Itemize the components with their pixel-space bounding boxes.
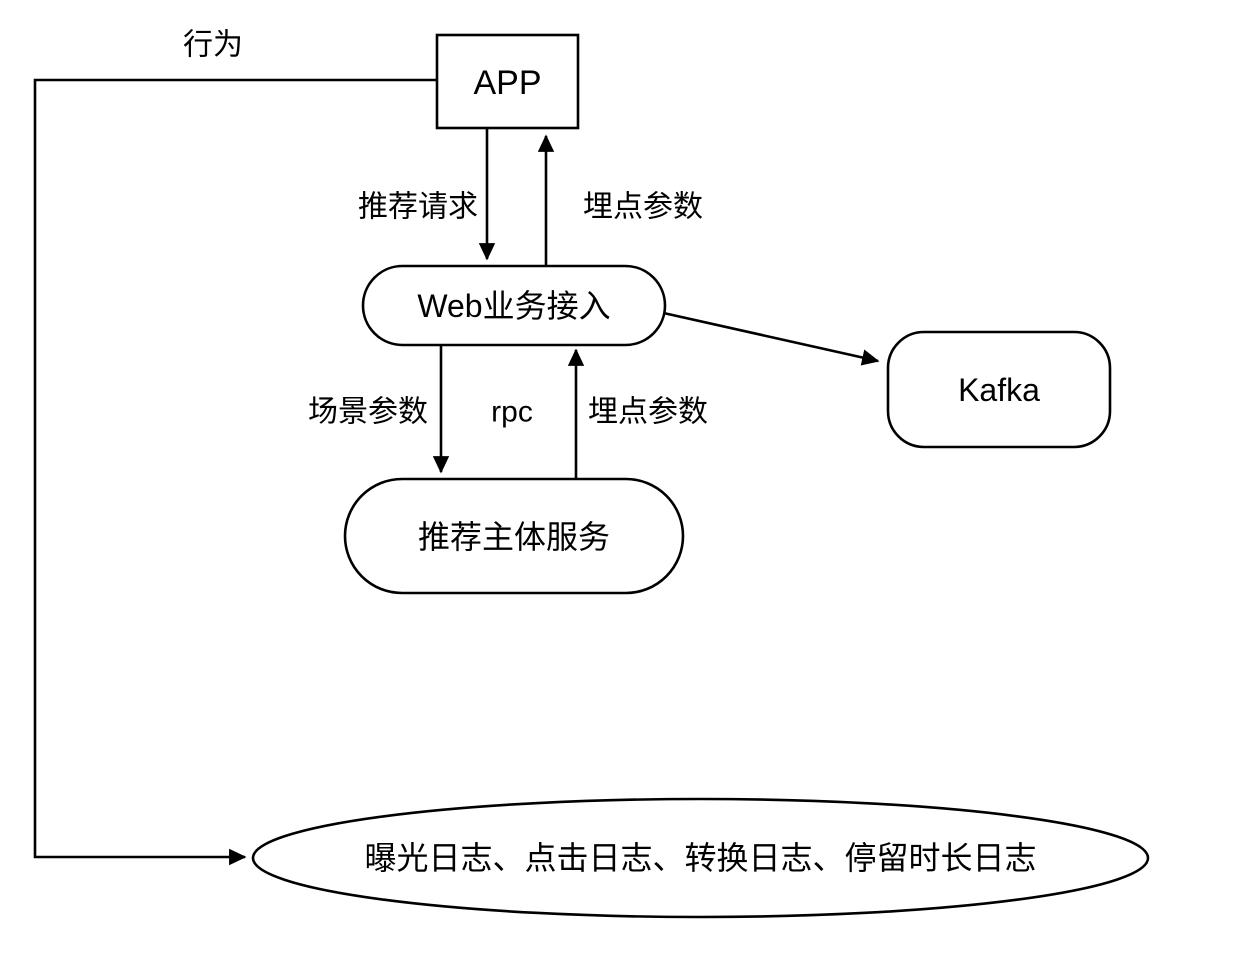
node-logs[interactable]: 曝光日志、点击日志、转换日志、停留时长日志	[251, 797, 1150, 919]
edge-label-tracking-params-top: 埋点参数	[583, 191, 703, 224]
edge-label-rpc: rpc	[491, 396, 533, 429]
edge-web-to-kafka	[658, 310, 880, 366]
edge-logs-to-app	[33, 78, 437, 866]
svg-text:埋点参数: 埋点参数	[588, 396, 708, 429]
node-logs-label: 曝光日志、点击日志、转换日志、停留时长日志	[364, 840, 1036, 876]
svg-text:rpc: rpc	[491, 396, 533, 429]
node-rec-service-label: 推荐主体服务	[418, 519, 610, 555]
edge-label-tracking-params-bottom: 埋点参数	[588, 396, 708, 429]
node-kafka[interactable]: Kafka	[886, 330, 1112, 449]
edge-label-scene-params: 场景参数	[308, 396, 428, 429]
svg-text:行为: 行为	[183, 29, 243, 62]
node-rec-service[interactable]: 推荐主体服务	[343, 477, 685, 595]
node-kafka-label: Kafka	[958, 372, 1040, 408]
svg-text:场景参数: 场景参数	[308, 396, 428, 429]
node-web-label: Web业务接入	[417, 288, 610, 324]
node-app[interactable]: APP	[435, 33, 580, 130]
node-web[interactable]: Web业务接入	[361, 264, 667, 347]
edge-label-behavior: 行为	[183, 29, 243, 62]
edge-label-rec-request: 推荐请求	[358, 191, 478, 224]
svg-text:埋点参数: 埋点参数	[583, 191, 703, 224]
node-app-label: APP	[473, 64, 541, 102]
svg-text:推荐请求: 推荐请求	[358, 191, 478, 224]
